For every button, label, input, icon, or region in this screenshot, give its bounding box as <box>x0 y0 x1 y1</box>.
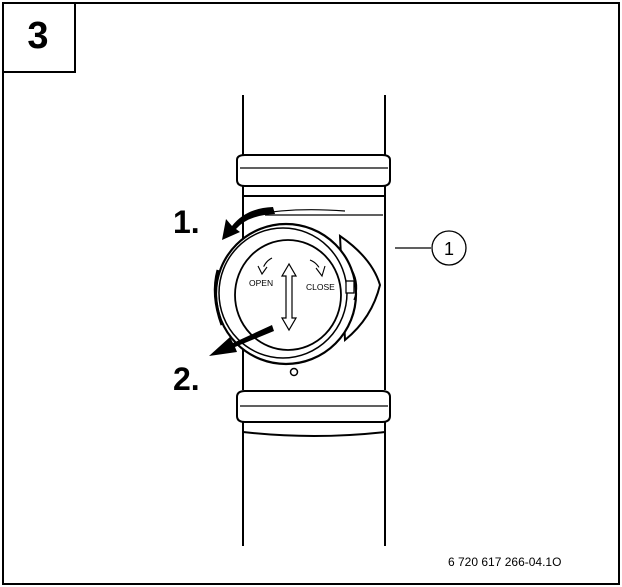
rotate-arrow-icon <box>222 207 275 240</box>
open-label: OPEN <box>249 278 273 288</box>
step-label-2: 2. <box>173 361 200 397</box>
callout-circle <box>431 230 467 266</box>
close-label: CLOSE <box>306 282 335 292</box>
step-number: 3 <box>2 2 76 73</box>
document-code: 6 720 617 266-04.1O <box>448 555 562 569</box>
pull-arrow-icon <box>209 325 274 356</box>
cover-inner-ring <box>234 239 342 351</box>
inspection-cover: OPEN CLOSE <box>213 222 382 377</box>
callout-number: 1 <box>444 239 454 259</box>
step-label-1: 1. <box>173 204 200 240</box>
upper-coupling <box>236 154 391 187</box>
drain-screw <box>289 367 299 377</box>
direction-arrow-icon <box>280 262 298 332</box>
